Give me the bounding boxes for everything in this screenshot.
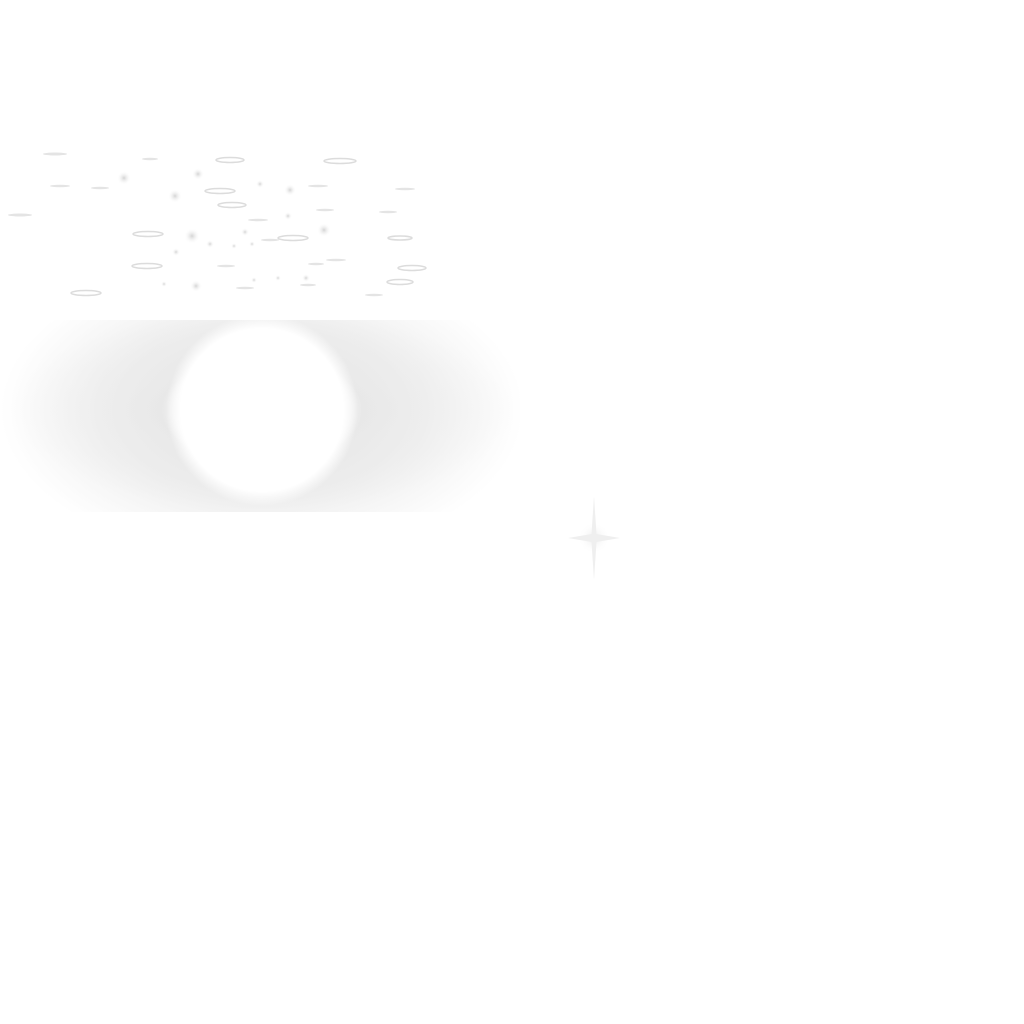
particle-streak <box>8 213 32 217</box>
particle-streak <box>91 186 109 190</box>
particle-dot <box>161 281 167 287</box>
particle-dot <box>249 241 255 247</box>
particle-dot <box>231 243 237 249</box>
particle-streak <box>236 286 254 290</box>
particle-streak <box>50 184 70 188</box>
particle-ring <box>387 235 413 241</box>
soft-glow-orb-sprite <box>0 320 520 512</box>
glow-orb-core <box>0 320 520 512</box>
particle-dot <box>184 228 200 244</box>
particle-dot <box>251 277 257 283</box>
particle-dot <box>206 240 214 248</box>
particle-streak <box>217 264 235 268</box>
particle-ring <box>131 262 163 270</box>
particle-ring <box>70 289 102 297</box>
particle-streak <box>43 152 67 156</box>
particle-dot <box>284 212 292 220</box>
particle-dot <box>284 184 296 196</box>
particle-streak <box>142 157 158 161</box>
particle-streak <box>300 283 316 287</box>
particle-streak <box>395 187 415 191</box>
particle-dot <box>172 248 180 256</box>
particle-ring <box>277 234 309 242</box>
particle-dot <box>317 223 331 237</box>
particle-ring <box>386 278 414 286</box>
particle-dot <box>241 228 249 236</box>
sparkle-icon <box>568 496 620 580</box>
particle-streak <box>365 293 383 297</box>
particle-ring <box>215 156 245 164</box>
particle-dot <box>117 171 131 185</box>
particle-streak <box>379 210 397 214</box>
particle-streak <box>326 258 346 262</box>
particle-streak <box>248 218 268 222</box>
particle-streak <box>308 184 328 188</box>
particle-ring <box>397 264 427 272</box>
particle-dot <box>192 168 204 180</box>
particle-streak <box>316 208 334 212</box>
particle-ring <box>217 201 247 209</box>
particle-field-sprite <box>8 152 427 297</box>
particle-dot <box>275 275 281 281</box>
particle-dot <box>168 189 182 203</box>
particle-ring <box>132 230 164 238</box>
particle-streak <box>308 262 324 266</box>
particle-streak <box>261 238 279 242</box>
particle-ring <box>323 157 357 165</box>
particle-ring <box>204 187 236 195</box>
particle-dot <box>256 180 264 188</box>
particle-dot <box>190 280 202 292</box>
particle-dot <box>302 274 310 282</box>
